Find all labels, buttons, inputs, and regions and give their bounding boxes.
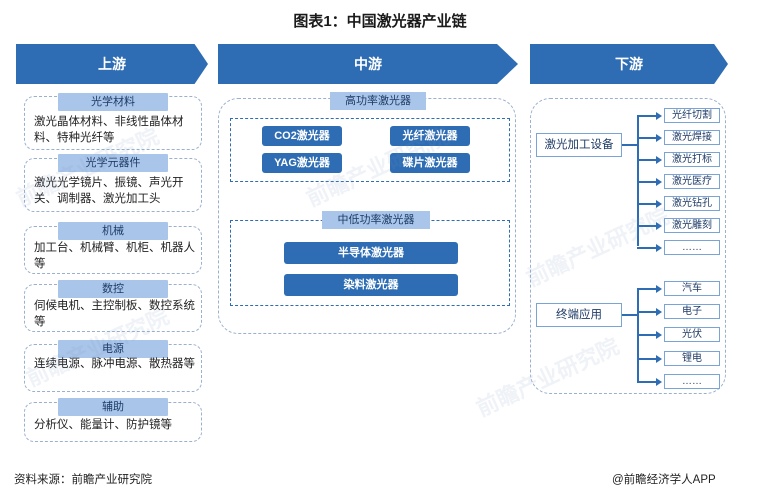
connector-line — [637, 334, 657, 336]
upstream-text-mechanical: 加工台、机械臂、机柜、机器人等 — [34, 242, 195, 270]
terminal-application-box: 终端应用 — [536, 303, 622, 327]
connector-line — [637, 181, 657, 183]
leaf-automotive: 汽车 — [664, 281, 720, 296]
midstream-header: 中游 — [218, 44, 518, 84]
fiber-laser-box: 光纤激光器 — [390, 126, 470, 146]
upstream-label-mechanical: 机械 — [58, 222, 168, 240]
high-power-label: 高功率激光器 — [330, 92, 426, 110]
upstream-label-cnc: 数控 — [58, 280, 168, 298]
downstream-header: 下游 — [530, 44, 728, 84]
downstream-container — [530, 98, 726, 394]
connector-line — [637, 381, 657, 383]
brand-credit: @前瞻经济学人APP — [612, 474, 716, 486]
upstream-label-optical-materials: 光学材料 — [58, 93, 168, 111]
connector-line — [622, 314, 638, 316]
connector-line — [637, 115, 639, 246]
page-title: 图表1：中国激光器产业链 — [293, 13, 467, 30]
arrow-head — [656, 156, 662, 164]
upstream-text-optical-materials: 激光晶体材料、非线性晶体材料、特种光纤等 — [34, 116, 184, 144]
yag-laser-box: YAG激光器 — [262, 153, 342, 173]
connector-line — [637, 203, 657, 205]
upstream-text-auxiliary: 分析仪、能量计、防护镜等 — [34, 419, 172, 431]
arrow-head — [656, 134, 662, 142]
co2-laser-box: CO2激光器 — [262, 126, 342, 146]
disk-laser-box: 碟片激光器 — [390, 153, 470, 173]
upstream-text-optical-components: 激光光学镜片、振镜、声光开关、调制器、激光加工头 — [34, 177, 184, 205]
leaf-laser-welding: 激光焊接 — [664, 130, 720, 145]
leaf-laser-drilling: 激光钻孔 — [664, 196, 720, 211]
leaf-terminal-more: …… — [664, 374, 720, 389]
arrow-head — [656, 285, 662, 293]
high-power-group — [230, 118, 510, 182]
upstream-label-power: 电源 — [58, 340, 168, 358]
arrow-head — [656, 112, 662, 120]
leaf-processing-more: …… — [664, 240, 720, 255]
leaf-electronics: 电子 — [664, 304, 720, 319]
leaf-fiber-cutting: 光纤切割 — [664, 108, 720, 123]
processing-equipment-box: 激光加工设备 — [536, 133, 622, 157]
arrow-head — [656, 222, 662, 230]
arrow-head — [656, 178, 662, 186]
upstream-text-power: 连续电源、脉冲电源、散热器等 — [34, 358, 195, 370]
leaf-lithium-battery: 锂电 — [664, 351, 720, 366]
connector-line — [637, 247, 657, 249]
arrow-head — [656, 200, 662, 208]
arrow-head — [656, 308, 662, 316]
connector-line — [622, 144, 638, 146]
low-mid-power-label: 中低功率激光器 — [322, 211, 430, 229]
leaf-laser-medical: 激光医疗 — [664, 174, 720, 189]
semiconductor-laser-box: 半导体激光器 — [284, 242, 458, 264]
connector-line — [637, 137, 657, 139]
arrow-head — [656, 331, 662, 339]
upstream-label-auxiliary: 辅助 — [58, 398, 168, 416]
connector-line — [637, 115, 657, 117]
connector-line — [637, 288, 657, 290]
leaf-photovoltaic: 光伏 — [664, 327, 720, 342]
upstream-label-optical-components: 光学元器件 — [58, 154, 168, 172]
leaf-laser-marking: 激光打标 — [664, 152, 720, 167]
connector-line — [637, 311, 657, 313]
source-note: 资料来源：前瞻产业研究院 — [14, 474, 152, 486]
upstream-header: 上游 — [16, 44, 208, 84]
connector-line — [637, 159, 657, 161]
arrow-head — [656, 378, 662, 386]
connector-line — [637, 358, 657, 360]
dye-laser-box: 染料激光器 — [284, 274, 458, 296]
connector-line — [637, 225, 657, 227]
upstream-text-cnc: 伺候电机、主控制板、数控系统等 — [34, 300, 195, 328]
leaf-laser-engraving: 激光雕刻 — [664, 218, 720, 233]
arrow-head — [656, 244, 662, 252]
arrow-head — [656, 355, 662, 363]
